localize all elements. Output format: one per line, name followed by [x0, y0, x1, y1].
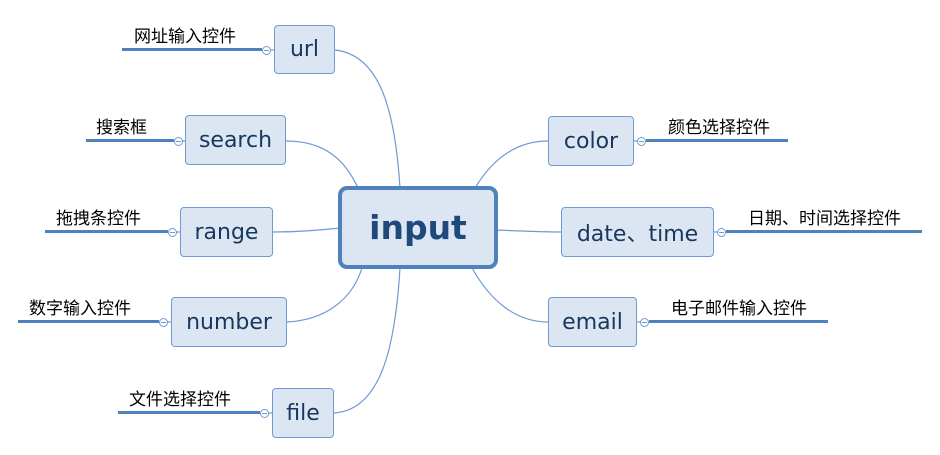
node-url[interactable]: url: [274, 25, 335, 74]
connector-file: [333, 267, 401, 414]
root-label: input: [369, 208, 467, 247]
note-number: 数字输入控件: [29, 299, 131, 319]
connector-datetime: [496, 229, 562, 233]
underline-url: [122, 48, 262, 51]
node-file[interactable]: file: [272, 388, 334, 438]
collapse-knob-datetime[interactable]: [717, 228, 726, 237]
node-file-label: file: [286, 400, 320, 426]
connector-color: [474, 140, 549, 189]
underline-file: [118, 411, 260, 414]
node-datetime-label: date、time: [576, 222, 699, 247]
collapse-knob-file[interactable]: [260, 409, 269, 418]
node-color-label: color: [563, 128, 619, 154]
note-file: 文件选择控件: [129, 390, 231, 410]
note-datetime: 日期、时间选择控件: [748, 209, 901, 229]
underline-email: [649, 320, 828, 323]
node-range[interactable]: range: [180, 207, 273, 257]
node-number-label: number: [186, 309, 272, 335]
connector-url: [334, 49, 401, 189]
underline-search: [86, 139, 174, 142]
note-search: 搜索框: [96, 118, 147, 138]
node-email-label: email: [562, 309, 623, 335]
note-url: 网址输入控件: [134, 27, 236, 47]
underline-range: [45, 230, 168, 233]
node-color[interactable]: color: [548, 116, 634, 166]
node-url-label: url: [289, 37, 320, 62]
underline-number: [18, 320, 159, 323]
collapse-knob-url[interactable]: [262, 46, 271, 55]
collapse-knob-search[interactable]: [174, 137, 183, 146]
collapse-knob-range[interactable]: [168, 228, 177, 237]
connector-number: [286, 267, 363, 323]
connector-search: [285, 140, 359, 189]
connector-range: [272, 227, 341, 233]
note-email: 电子邮件输入控件: [671, 299, 807, 319]
note-color: 颜色选择控件: [668, 118, 770, 138]
collapse-knob-color[interactable]: [637, 137, 646, 146]
connector-email: [471, 267, 549, 323]
node-search-label: search: [198, 127, 273, 153]
collapse-knob-number[interactable]: [159, 318, 168, 327]
note-range: 拖拽条控件: [56, 209, 141, 229]
node-search[interactable]: search: [185, 115, 286, 165]
collapse-knob-email[interactable]: [640, 318, 649, 327]
node-datetime[interactable]: date、time: [561, 207, 714, 257]
underline-color: [646, 139, 788, 142]
node-email[interactable]: email: [548, 297, 637, 347]
node-range-label: range: [194, 219, 259, 245]
underline-datetime: [726, 230, 922, 233]
root-node-input[interactable]: input: [338, 186, 498, 269]
node-number[interactable]: number: [171, 297, 287, 347]
